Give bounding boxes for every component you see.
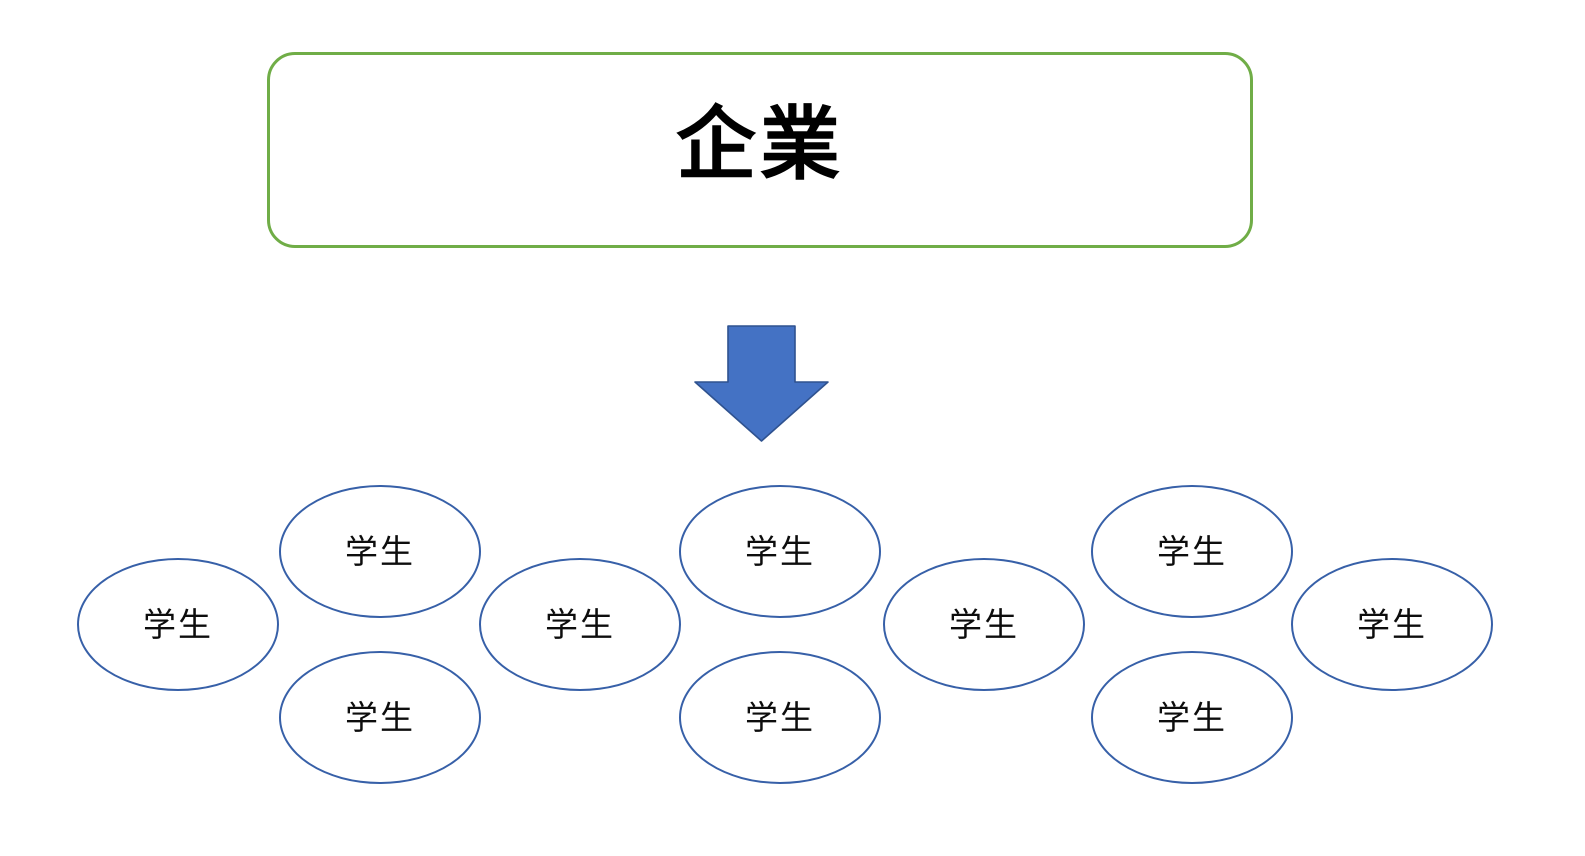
- student-label: 学生: [1157, 532, 1227, 570]
- student-ellipse-9: 学生: [1091, 650, 1293, 784]
- student-ellipse-1: 学生: [77, 557, 279, 691]
- student-label: 学生: [345, 698, 415, 736]
- down-arrow-shape: [694, 325, 829, 442]
- student-label: 学生: [745, 532, 815, 570]
- student-label: 学生: [949, 605, 1019, 643]
- student-ellipse-7: 学生: [883, 557, 1085, 691]
- student-ellipse-4: 学生: [479, 557, 681, 691]
- company-box: 企業: [267, 52, 1253, 248]
- student-ellipse-5: 学生: [679, 484, 881, 618]
- student-label: 学生: [345, 532, 415, 570]
- student-label: 学生: [1157, 698, 1227, 736]
- student-ellipse-10: 学生: [1291, 557, 1493, 691]
- student-label: 学生: [143, 605, 213, 643]
- student-ellipse-3: 学生: [279, 650, 481, 784]
- student-ellipse-6: 学生: [679, 650, 881, 784]
- student-label: 学生: [545, 605, 615, 643]
- company-label: 企業: [676, 100, 844, 189]
- student-label: 学生: [745, 698, 815, 736]
- student-label: 学生: [1357, 605, 1427, 643]
- student-ellipse-2: 学生: [279, 484, 481, 618]
- student-ellipse-8: 学生: [1091, 484, 1293, 618]
- down-arrow-icon: [694, 325, 829, 442]
